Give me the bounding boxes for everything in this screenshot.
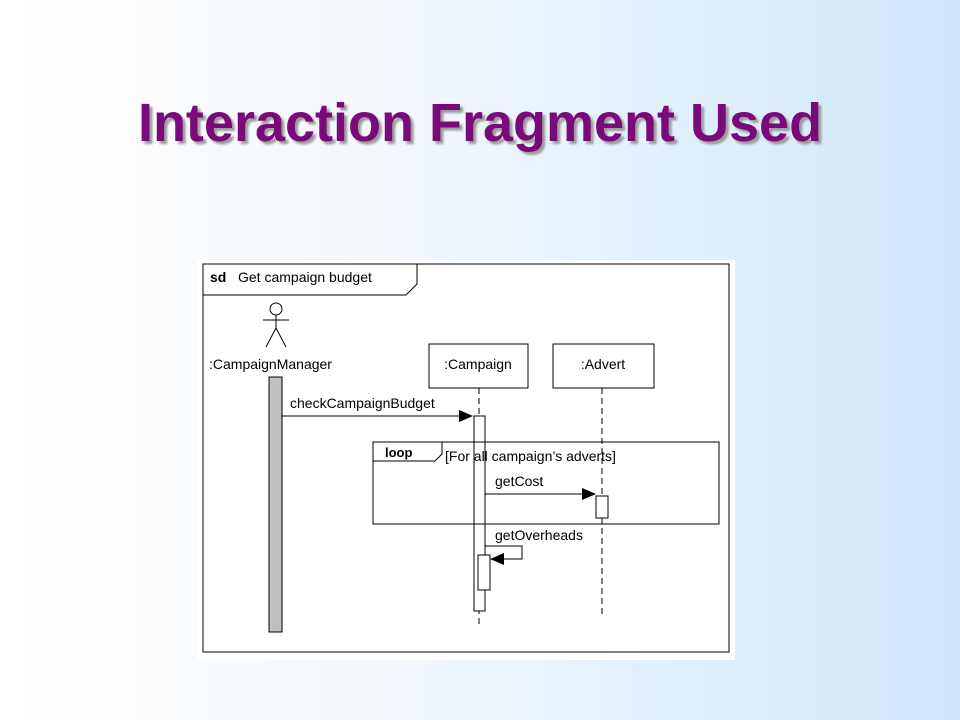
arrowhead-check-campaign-budget xyxy=(459,410,473,422)
sd-frame-keyword: sd xyxy=(210,269,226,285)
activation-campaign-manager xyxy=(268,376,283,633)
loop-keyword: loop xyxy=(385,445,412,460)
arrowhead-get-cost xyxy=(582,488,596,500)
actor-icon xyxy=(263,302,289,348)
sd-frame-tab xyxy=(203,264,418,296)
lifeline-campaign-head xyxy=(428,343,529,389)
lifeline-advert-head xyxy=(552,343,655,389)
activation-advert xyxy=(595,495,609,519)
message-get-overheads-arrow xyxy=(485,545,523,560)
sd-frame xyxy=(202,263,730,653)
slide-title: Interaction Fragment Used xyxy=(137,93,823,153)
sequence-diagram: sd Get campaign budget :CampaignManager … xyxy=(197,260,735,660)
message-get-overheads-label: getOverheads xyxy=(495,527,583,543)
activation-campaign xyxy=(473,415,486,612)
message-get-cost-label: getCost xyxy=(495,473,543,489)
activation-campaign-nested xyxy=(477,554,491,591)
loop-guard: [For all campaign’s adverts] xyxy=(445,448,616,464)
lifeline-campaign-manager-label: :CampaignManager xyxy=(209,356,332,372)
arrowhead-get-overheads xyxy=(490,553,504,565)
sd-frame-name: Get campaign budget xyxy=(238,269,372,285)
loop-fragment xyxy=(372,441,720,525)
loop-fragment-tab xyxy=(373,442,443,462)
lifeline-campaign-label: :Campaign xyxy=(444,356,512,372)
lifeline-advert-label: :Advert xyxy=(581,356,625,372)
message-check-campaign-budget-label: checkCampaignBudget xyxy=(290,395,435,411)
